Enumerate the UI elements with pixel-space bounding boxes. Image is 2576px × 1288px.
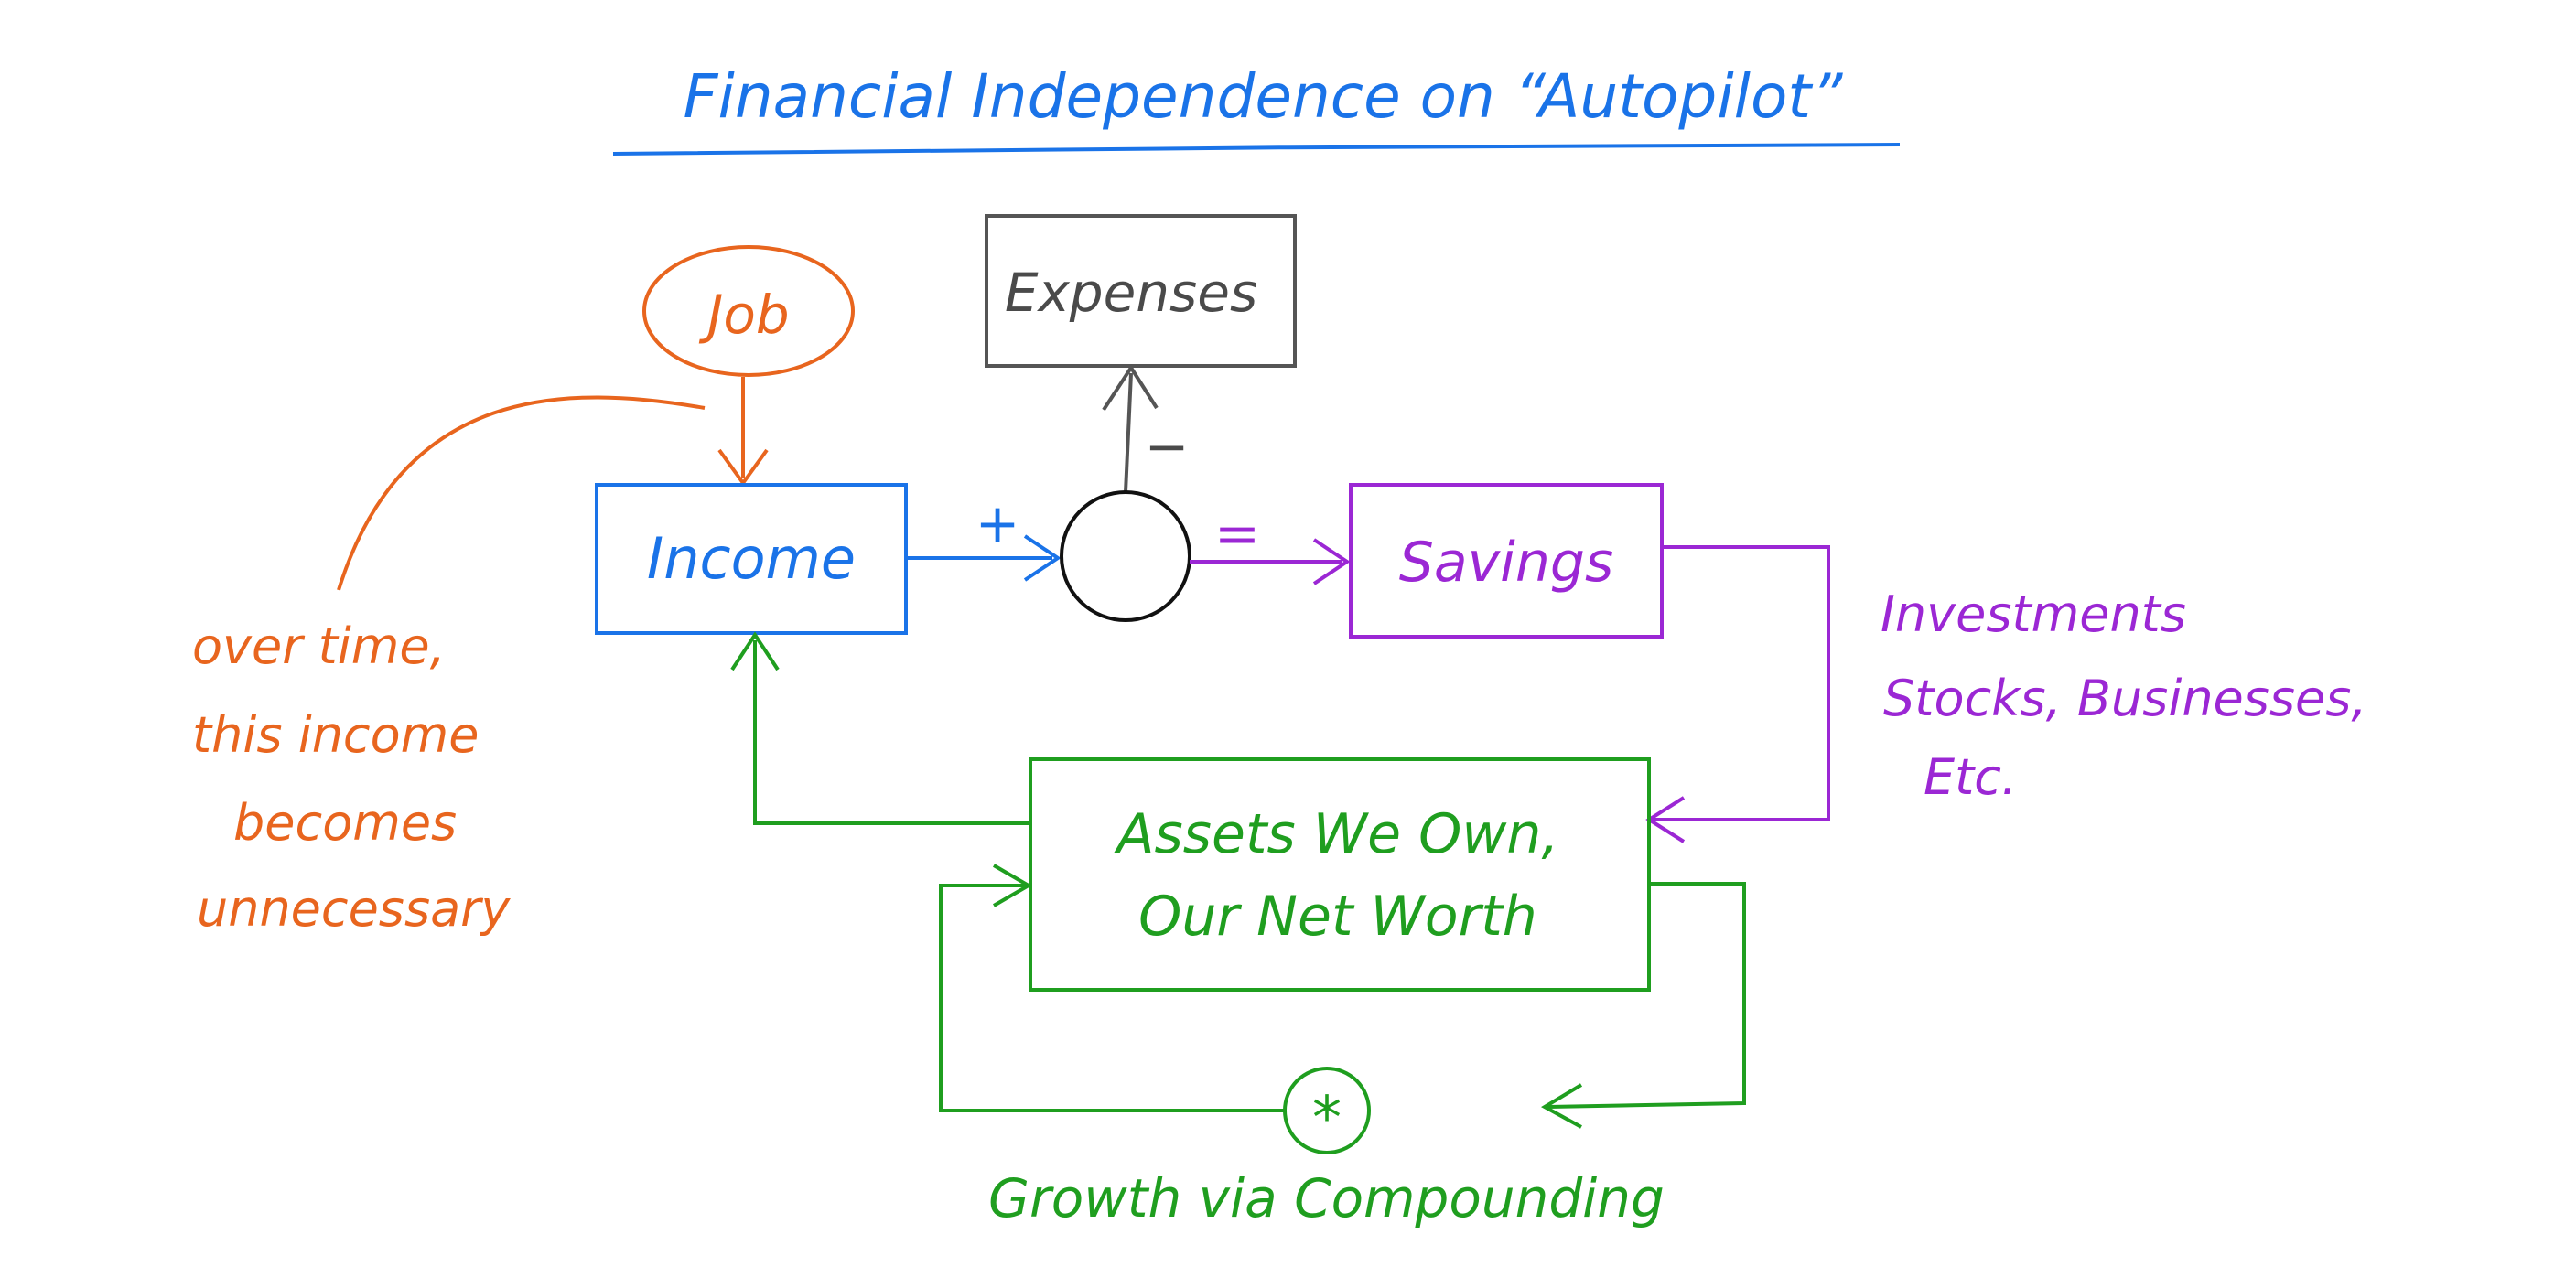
minus-sign: − (1145, 415, 1190, 478)
compounding-loop-right-arrowhead (1540, 1083, 1583, 1129)
annotation-over-time-line4: unnecessary (197, 880, 511, 938)
annotation-over-time-line3: becomes (233, 794, 457, 852)
assets-label-line2: Our Net Worth (1138, 885, 1537, 949)
job-node (642, 245, 855, 377)
plus-sign: + (975, 492, 1020, 554)
annotation-over-time-line2: this income (192, 706, 479, 764)
annotation-investments-line3: Etc. (1924, 748, 2017, 806)
annotation-curve (337, 395, 706, 591)
junction-to-expenses-arrowhead (1102, 364, 1159, 412)
junction-to-savings-arrowhead (1312, 538, 1351, 585)
compounding-loop-left-arrowhead (992, 864, 1032, 907)
job-label: Job (698, 284, 789, 346)
assets-node (1029, 757, 1651, 992)
expenses-node (985, 214, 1297, 368)
savings-to-assets-path (1653, 545, 1830, 821)
income-to-junction-arrowhead (1023, 534, 1062, 582)
savings-label: Savings (1399, 531, 1613, 595)
annotation-investments-line1: Investments (1881, 585, 2186, 643)
junction-to-expenses-arrow (1124, 372, 1133, 493)
annotation-investments-line2: Stocks, Businesses, (1883, 670, 2367, 727)
title-underline (612, 143, 1901, 156)
diagram-title: Financial Independence on “Autopilot” (684, 61, 1844, 132)
savings-node (1349, 483, 1664, 639)
assets-to-income-arrowhead (730, 631, 780, 671)
compounding-loop-right (1547, 882, 1746, 1109)
annotation-growth: Growth via Compounding (988, 1167, 1665, 1229)
summing-junction (1060, 490, 1191, 622)
assets-label-line1: Assets We Own, (1113, 802, 1558, 866)
income-label: Income (647, 525, 856, 592)
assets-to-income-path (753, 640, 1030, 825)
compounding-junction (1283, 1067, 1371, 1154)
compounding-loop-left (939, 884, 1285, 1112)
multiply-sign: * (1312, 1085, 1342, 1153)
expenses-label: Expenses (1005, 262, 1257, 324)
equals-sign: = (1214, 502, 1260, 566)
annotation-over-time-line1: over time, (192, 617, 446, 675)
